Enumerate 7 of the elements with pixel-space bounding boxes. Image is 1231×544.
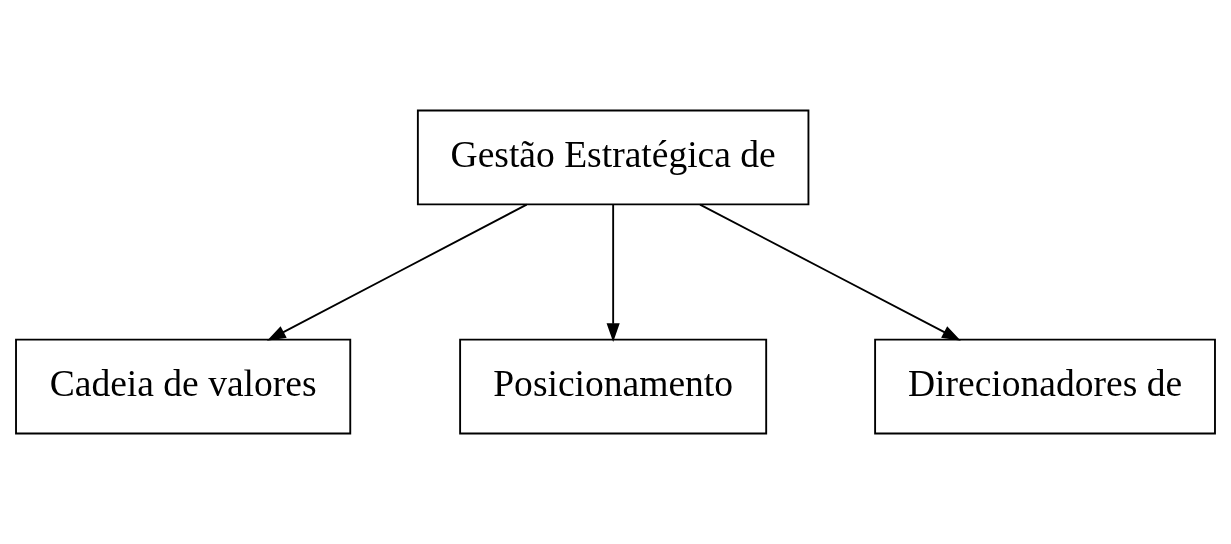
node-box: Cadeia de valores (15, 338, 352, 435)
arrow (606, 204, 620, 342)
arrow (699, 203, 961, 341)
node-box: Direcionadores de (874, 338, 1216, 435)
node-box: Posicionamento (459, 338, 768, 435)
node-box: Gestão Estratégica de (416, 109, 810, 206)
arrow (266, 203, 528, 341)
